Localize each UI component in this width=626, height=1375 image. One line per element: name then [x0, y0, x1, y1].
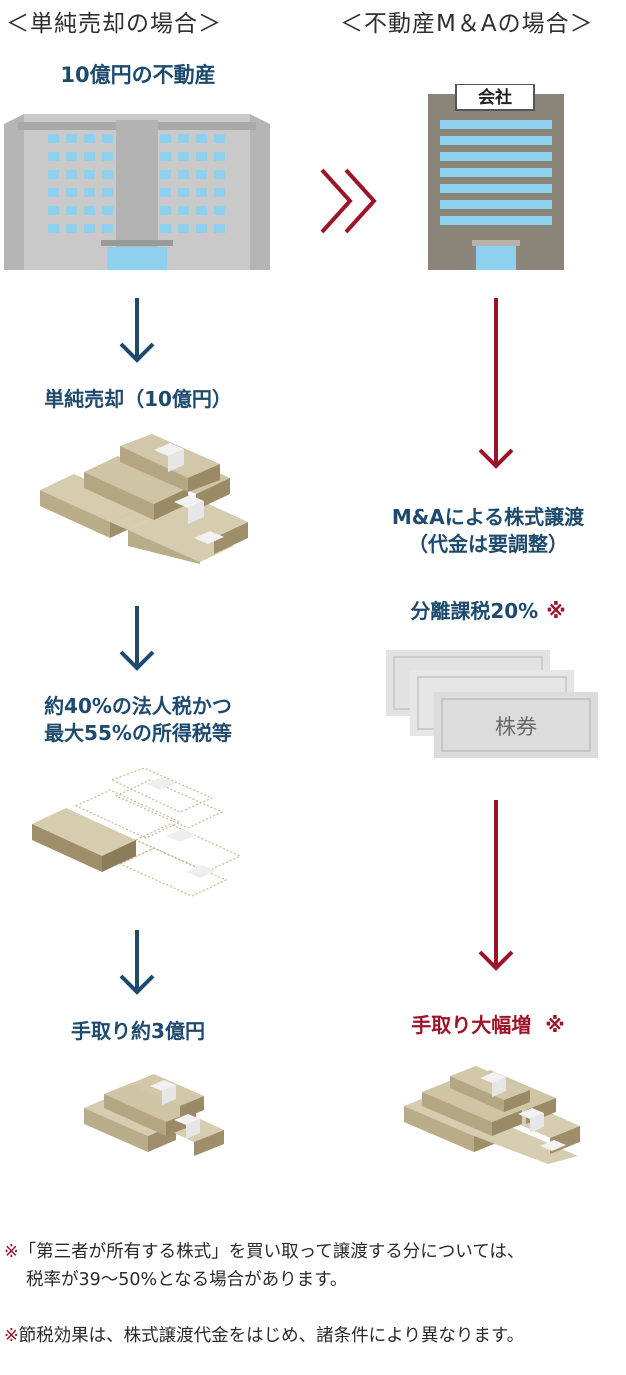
- office-building-illustration: [4, 114, 270, 270]
- tax-burden-label: 約40%の法人税かつ 最大55%の所得税等: [0, 693, 276, 747]
- left-result-label: 手取り約3億円: [71, 1019, 205, 1043]
- taxed-money-bundles-icon: [32, 768, 242, 897]
- small-money-bundles-icon: [84, 1074, 224, 1156]
- company-building-illustration: [428, 84, 564, 270]
- certificate-label: 株券: [495, 715, 537, 739]
- footnote-mark: ※: [4, 1326, 19, 1346]
- footnote-line-1: 「第三者が所有する株式」を買い取って譲渡する分については、: [18, 1242, 525, 1262]
- footnote-text: 節税効果は、株式譲渡代金をはじめ、諸条件により異なります。: [18, 1326, 525, 1346]
- money-bundles-icon: [40, 434, 248, 564]
- share-transfer-line-2: （代金は要調整）: [408, 532, 568, 556]
- footnote-mark: ※: [4, 1242, 19, 1262]
- tax-burden-line-1: 約40%の法人税かつ: [44, 694, 232, 718]
- down-arrow-icon: [478, 800, 514, 971]
- down-arrow-icon: [478, 298, 514, 469]
- share-transfer-line-1: M&Aによる株式譲渡: [391, 505, 585, 529]
- chevron-right-icon: [320, 168, 377, 234]
- separate-taxation-text: 分離課税20%: [410, 599, 539, 623]
- stock-certificate-icon: [386, 650, 598, 758]
- footnote-tax-effect: ※節税効果は、株式譲渡代金をはじめ、諸条件により異なります。: [4, 1322, 622, 1350]
- down-arrow-icon: [119, 606, 155, 671]
- share-transfer-label: M&Aによる株式譲渡 （代金は要調整）: [350, 504, 626, 558]
- property-label: 10億円の不動産: [60, 63, 216, 87]
- company-sign: 会社: [478, 88, 512, 108]
- large-money-bundles-icon: [404, 1066, 580, 1164]
- down-arrow-icon: [119, 298, 155, 363]
- heading-simple-sale: ＜単純売却の場合＞: [6, 11, 222, 37]
- down-arrow-icon: [119, 930, 155, 995]
- right-result-note-mark: ※: [545, 1013, 565, 1037]
- right-result-label: 手取り大幅増 ※: [350, 1012, 626, 1039]
- simple-sale-label: 単純売却（10億円）: [44, 387, 232, 411]
- footnote-third-party-shares: ※「第三者が所有する株式」を買い取って譲渡する分については、 税率が39〜50%…: [4, 1238, 622, 1294]
- separate-taxation-note-mark: ※: [546, 599, 566, 623]
- footnote-line-2: 税率が39〜50%となる場合があります。: [26, 1270, 348, 1290]
- heading-real-estate-ma: ＜不動産M＆Aの場合＞: [340, 11, 594, 37]
- tax-burden-line-2: 最大55%の所得税等: [44, 721, 232, 745]
- right-result-text: 手取り大幅増: [411, 1013, 532, 1037]
- separate-taxation-label: 分離課税20% ※: [350, 598, 626, 625]
